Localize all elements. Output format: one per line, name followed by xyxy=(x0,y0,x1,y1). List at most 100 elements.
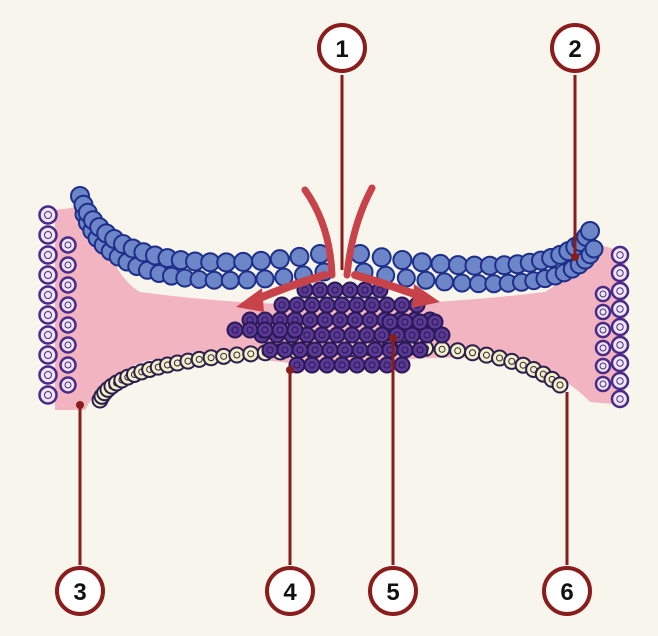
streak-cell-nucleus xyxy=(361,286,369,294)
streak-cell xyxy=(316,311,334,329)
side-cell xyxy=(594,303,612,321)
side-cell-nucleus xyxy=(616,341,624,349)
streak-cell-nucleus xyxy=(348,331,356,339)
side-cell xyxy=(59,276,77,294)
hypoblast-cell-nucleus xyxy=(496,354,504,362)
hypoblast-cell xyxy=(464,344,481,362)
streak-cell-nucleus xyxy=(353,301,361,309)
streak-cell xyxy=(321,341,339,359)
hypoblast-cell-nucleus xyxy=(438,345,446,353)
streak-cell xyxy=(333,356,351,374)
side-cell xyxy=(610,371,630,391)
streak-cell xyxy=(378,296,396,314)
epiblast-cell xyxy=(220,270,240,290)
streak-cell xyxy=(381,341,399,359)
side-cell-nucleus xyxy=(44,331,52,339)
side-cell-nucleus xyxy=(616,359,624,367)
epiblast-cell xyxy=(584,239,604,259)
epiblast-cell xyxy=(411,252,432,273)
epiblast-layer xyxy=(70,186,604,294)
left-epithelium-column xyxy=(38,205,77,405)
streak-cell xyxy=(393,296,411,314)
streak-cell-nucleus xyxy=(368,361,376,369)
streak-cell-nucleus xyxy=(318,331,326,339)
streak-cell-nucleus xyxy=(291,326,299,334)
side-cell xyxy=(59,236,77,254)
side-cell xyxy=(594,375,612,393)
hypoblast-cell xyxy=(242,345,260,363)
callout-6: 6 xyxy=(542,566,592,616)
epiblast-cell xyxy=(216,252,237,273)
streak-cell-nucleus xyxy=(281,346,289,354)
hypoblast-cell-nucleus xyxy=(508,357,516,365)
streak-cell-nucleus xyxy=(323,361,331,369)
side-cell xyxy=(610,299,630,319)
side-cell-nucleus xyxy=(64,281,72,289)
side-cell xyxy=(59,316,77,334)
streak-cell-nucleus xyxy=(386,318,394,326)
hypoblast-cell-nucleus xyxy=(233,351,241,359)
side-cell-nucleus xyxy=(616,287,624,295)
hypoblast-cell xyxy=(433,340,451,358)
leader-dot-3 xyxy=(76,401,84,409)
hypoblast-cell-nucleus xyxy=(247,350,255,358)
hypoblast-cell-nucleus xyxy=(220,352,228,360)
streak-cell-nucleus xyxy=(338,301,346,309)
side-cell-nucleus xyxy=(616,305,624,313)
callout-5-ring xyxy=(368,566,418,616)
streak-cell xyxy=(313,326,331,344)
hypoblast-cell-nucleus xyxy=(207,354,215,362)
side-cell xyxy=(38,245,58,265)
streak-cell xyxy=(348,296,366,314)
epiblast-cell xyxy=(289,246,310,267)
streak-cell xyxy=(336,341,354,359)
streak-cell-nucleus xyxy=(438,331,446,339)
side-cell-nucleus xyxy=(599,380,607,388)
streak-cell xyxy=(433,326,451,344)
side-cell-nucleus xyxy=(599,362,607,370)
side-cell-nucleus xyxy=(64,301,72,309)
leader-dot-4 xyxy=(286,366,294,374)
primitive-streak-cells xyxy=(226,281,451,374)
streak-cell xyxy=(273,296,291,314)
streak-cell xyxy=(348,356,366,374)
side-cell xyxy=(610,245,630,265)
side-cell xyxy=(594,357,612,375)
migration-arrowhead-right xyxy=(412,284,440,308)
streak-cell xyxy=(343,326,361,344)
streak-cell xyxy=(363,356,381,374)
hypoblast-cell-nucleus xyxy=(195,355,203,363)
side-cell xyxy=(610,335,630,355)
streak-cell-nucleus xyxy=(301,286,309,294)
streak-cell-nucleus xyxy=(356,346,364,354)
streak-cell xyxy=(356,281,374,299)
streak-cell xyxy=(363,296,381,314)
streak-cell-nucleus xyxy=(278,301,286,309)
streak-cell-nucleus xyxy=(401,346,409,354)
streak-cell-nucleus xyxy=(246,326,254,334)
callout-5-label: 5 xyxy=(386,579,399,606)
streak-cell-nucleus xyxy=(331,286,339,294)
side-cell xyxy=(38,305,58,325)
streak-cell xyxy=(303,296,321,314)
streak-cell-nucleus xyxy=(401,318,409,326)
side-cell xyxy=(59,336,77,354)
epiblast-cell xyxy=(233,251,254,272)
streak-cell xyxy=(328,326,346,344)
callout-1-ring xyxy=(317,23,367,73)
side-cell xyxy=(610,389,630,409)
side-cell xyxy=(38,205,58,225)
epiblast-cell xyxy=(251,250,272,271)
streak-cell-nucleus xyxy=(231,326,239,334)
streak-cell xyxy=(331,311,349,329)
callout-2: 2 xyxy=(550,23,600,73)
side-cell-nucleus xyxy=(44,311,52,319)
streak-cell-nucleus xyxy=(416,318,424,326)
streak-cell xyxy=(381,313,399,331)
streak-cell-nucleus xyxy=(416,346,424,354)
streak-cell xyxy=(286,321,304,339)
side-cell xyxy=(594,285,612,303)
streak-cell xyxy=(303,356,321,374)
side-cell-nucleus xyxy=(616,395,624,403)
